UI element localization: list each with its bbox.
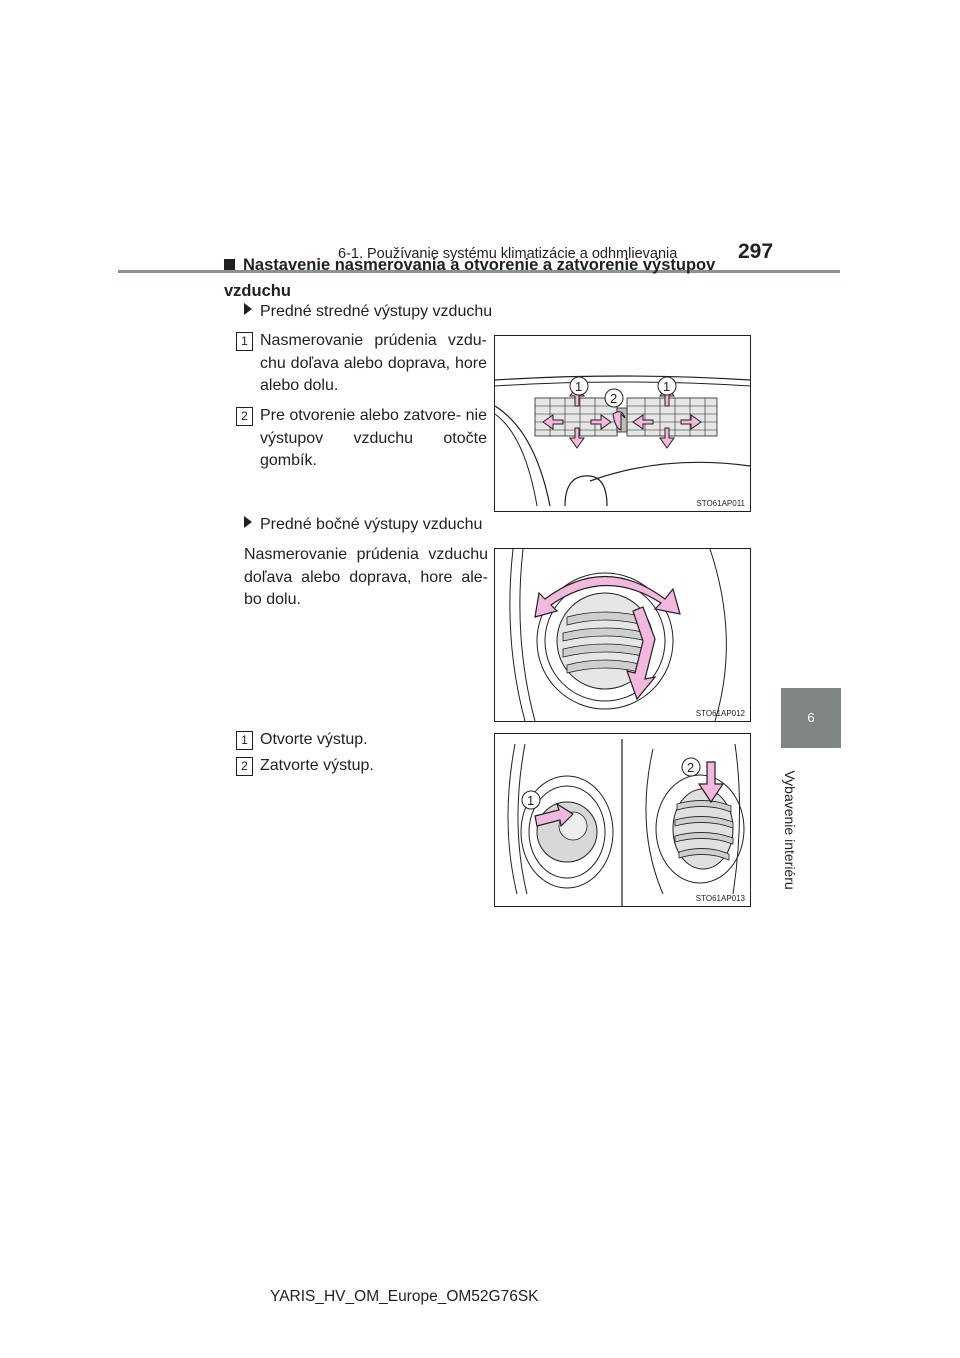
callout-label: 2: [610, 391, 617, 406]
open-close-illustration: 1 2: [507, 739, 745, 906]
triangle-bullet-icon: [244, 303, 252, 315]
callout-label: 1: [575, 379, 582, 394]
subheading-front-side-text: Predné bočné výstupy vzduchu: [260, 516, 483, 533]
step-text: Otvorte výstup.: [260, 731, 368, 748]
figure-front-side-vent: STO61AP012: [494, 548, 751, 722]
section-heading-text: Nastavenie nasmerovania a otvorenie a za…: [224, 256, 716, 300]
center-vents-illustration: 1 2 1: [495, 375, 750, 507]
subheading-front-side: Predné bočné výstupy vzduchu: [244, 516, 482, 534]
running-header-title: 6-1. Používanie systému klimatizácie a o…: [338, 246, 678, 262]
figure-front-center-vents: 1 2 1 STO61AP011: [494, 335, 751, 512]
chapter-label-text: Vybavenie interiéru: [782, 770, 798, 890]
subheading-front-center-text: Predné stredné výstupy vzduchu: [260, 303, 493, 320]
document-id-footer: YARIS_HV_OM_Europe_OM52G76SK: [270, 1288, 539, 1305]
step-text: Zatvorte výstup.: [260, 757, 374, 774]
square-bullet-icon: [224, 259, 235, 270]
callout-label: 1: [663, 379, 670, 394]
step-text: Pre otvorenie alebo zatvore- nie výstupo…: [260, 407, 487, 469]
step-number: 2: [236, 757, 253, 776]
front-side-description: Nasmerovanie prúdenia vzduchu doľava ale…: [244, 546, 488, 608]
step-item: 2 Pre otvorenie alebo zatvore- nie výstu…: [236, 405, 487, 473]
chapter-number: 6: [807, 710, 815, 725]
step-item: 2 Zatvorte výstup.: [236, 755, 487, 778]
chapter-tab: 6: [781, 688, 841, 748]
header-rule: [118, 270, 840, 273]
chapter-label: Vybavenie interiéru: [760, 760, 820, 900]
subheading-front-center: Predné stredné výstupy vzduchu: [244, 303, 492, 321]
callout-label: 1: [527, 793, 534, 808]
callout-label: 2: [687, 760, 694, 775]
step-item: 1 Nasmerovanie prúdenia vzdu- chu doľava…: [236, 330, 487, 398]
page-number: 297: [738, 240, 774, 263]
step-item: 1 Otvorte výstup.: [236, 729, 487, 752]
step-text: Nasmerovanie prúdenia vzdu- chu doľava a…: [260, 332, 487, 394]
triangle-bullet-icon: [244, 516, 252, 528]
step-number: 1: [236, 731, 253, 750]
figure-code: STO61AP012: [695, 709, 745, 718]
figure-code: STO61AP013: [695, 894, 745, 903]
side-vent-illustration: [509, 549, 727, 721]
section-heading: Nastavenie nasmerovania a otvorenie a za…: [224, 252, 746, 304]
step-number: 2: [236, 407, 253, 426]
figure-code: STO61AP011: [696, 499, 745, 508]
figure-open-close-vent: 1 2 STO61AP013: [494, 733, 751, 907]
step-number: 1: [236, 332, 253, 351]
